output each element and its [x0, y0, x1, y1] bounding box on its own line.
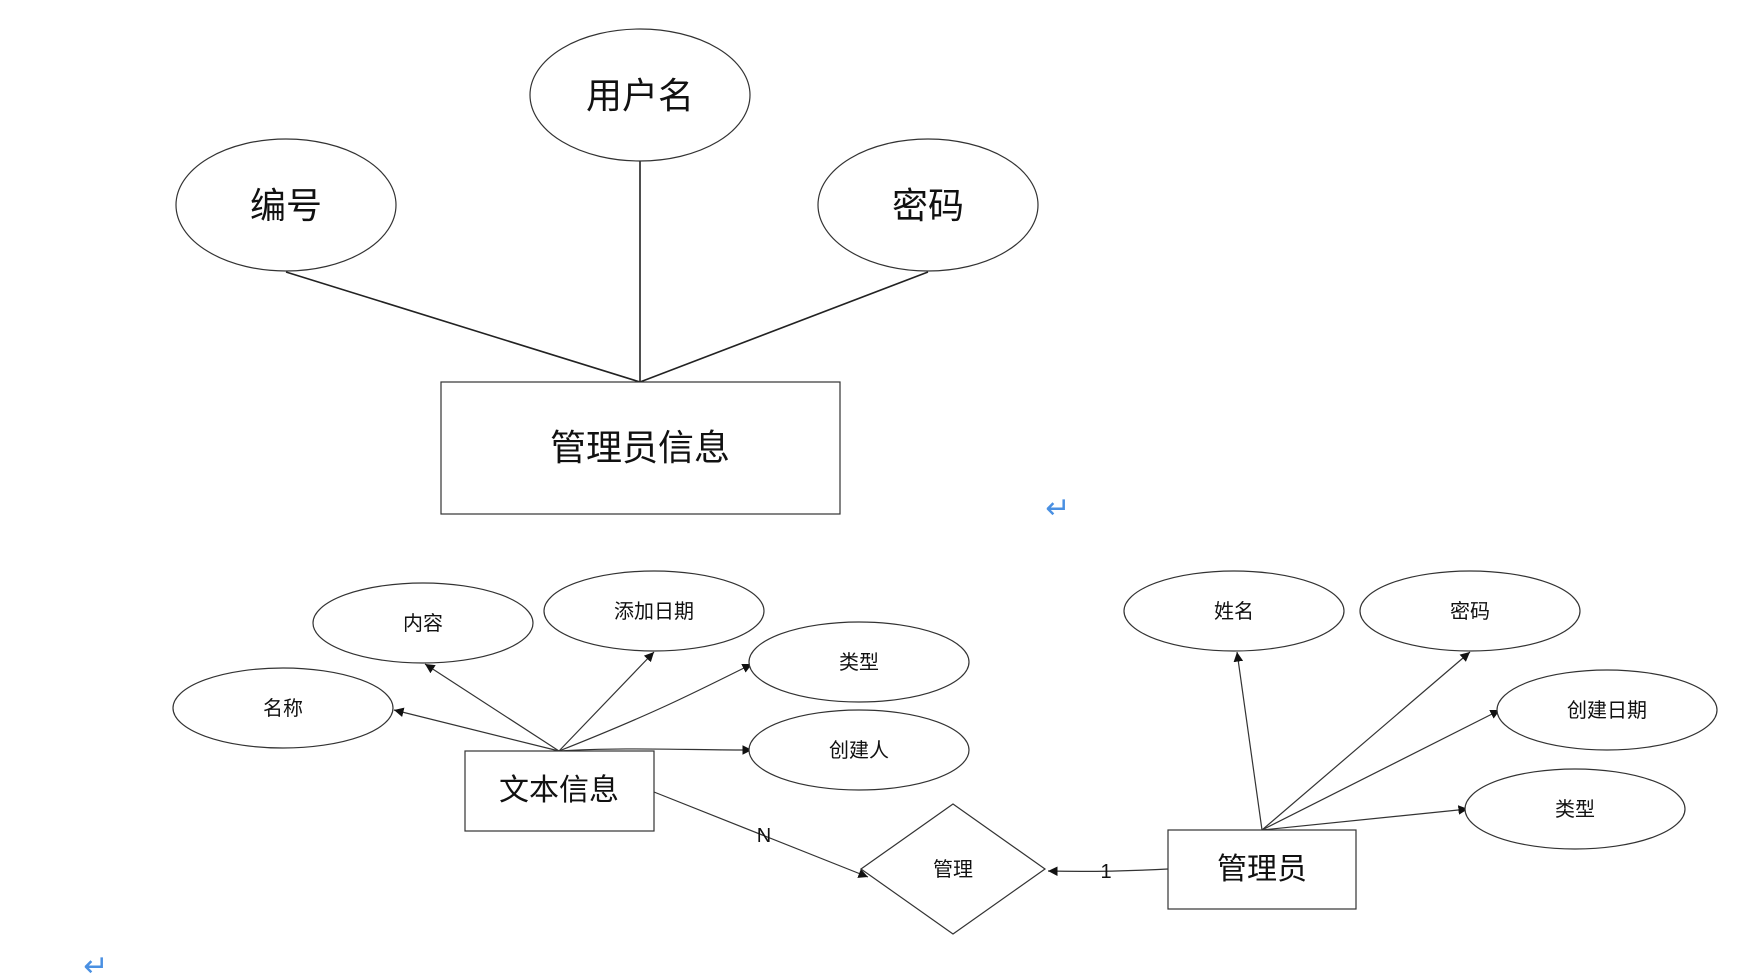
attribute-admin-name-ellipse — [1123, 570, 1345, 652]
attribute-creator-label: 创建人 — [829, 739, 889, 762]
entity-admin-box — [1167, 829, 1357, 910]
attribute-username-label: 用户名 — [586, 76, 694, 117]
arrow-to-content — [424, 663, 560, 752]
attribute-name-left-ellipse — [172, 667, 394, 749]
entity-text-info-label: 文本信息 — [499, 773, 619, 808]
attribute-admin-name-label: 姓名 — [1214, 600, 1254, 623]
attribute-password-ellipse — [817, 138, 1039, 272]
return-mark-2: ↵ — [83, 949, 108, 976]
arrow-to-admin-type — [1261, 805, 1469, 831]
entity-admin-info-box — [440, 381, 841, 515]
top-er-diagram: 编号 用户名 密码 管理员信息 — [175, 28, 1039, 515]
attribute-admin-password-label: 密码 — [1450, 600, 1490, 623]
entity-admin-info-label: 管理员信息 — [550, 428, 730, 469]
attribute-admin-created-date-label: 创建日期 — [1567, 699, 1647, 722]
attribute-content-ellipse — [312, 582, 534, 664]
attribute-id-ellipse — [175, 138, 397, 272]
connector-password-to-admin-info — [639, 271, 929, 383]
attribute-admin-created-date-ellipse — [1496, 669, 1718, 751]
bottom-er-diagram: 名称 内容 添加日期 类型 创建人 文本信息 管理 N 1 管理员 姓名 密码 … — [172, 570, 1718, 935]
attribute-username-ellipse — [529, 28, 751, 162]
attribute-creator-ellipse — [748, 709, 970, 791]
entity-text-info-box — [464, 750, 655, 832]
arrow-to-type-left — [558, 663, 753, 752]
arrow-to-admin-name — [1233, 651, 1263, 831]
attribute-type-left-ellipse — [748, 621, 970, 703]
cardinality-one-label: 1 — [1100, 861, 1111, 883]
return-mark-1: ↵ — [1045, 491, 1070, 526]
attribute-added-date-label: 添加日期 — [614, 600, 694, 623]
relationship-manage-label: 管理 — [933, 858, 973, 881]
connector-id-to-admin-info — [285, 271, 641, 383]
arrow-to-added-date — [558, 651, 655, 752]
attribute-admin-password-ellipse — [1359, 570, 1581, 652]
entity-admin-label: 管理员 — [1217, 852, 1307, 887]
arrow-to-admin-created-date — [1261, 709, 1501, 831]
attribute-content-label: 内容 — [403, 612, 443, 635]
connector-admin-to-manage — [1047, 866, 1169, 877]
attribute-name-left-label: 名称 — [263, 697, 303, 720]
attribute-password-label: 密码 — [892, 186, 964, 227]
cardinality-n-label: N — [757, 825, 771, 847]
arrow-to-admin-password — [1261, 651, 1471, 831]
attribute-added-date-ellipse — [543, 570, 765, 652]
relationship-manage-diamond — [859, 803, 1047, 935]
attribute-admin-type-label: 类型 — [1555, 798, 1595, 821]
attribute-type-left-label: 类型 — [839, 651, 879, 674]
attribute-id-label: 编号 — [250, 186, 322, 227]
attribute-admin-type-ellipse — [1464, 768, 1686, 850]
arrow-to-name-left — [393, 707, 560, 752]
arrow-to-creator — [558, 745, 753, 755]
connector-text-info-to-manage — [653, 791, 869, 878]
